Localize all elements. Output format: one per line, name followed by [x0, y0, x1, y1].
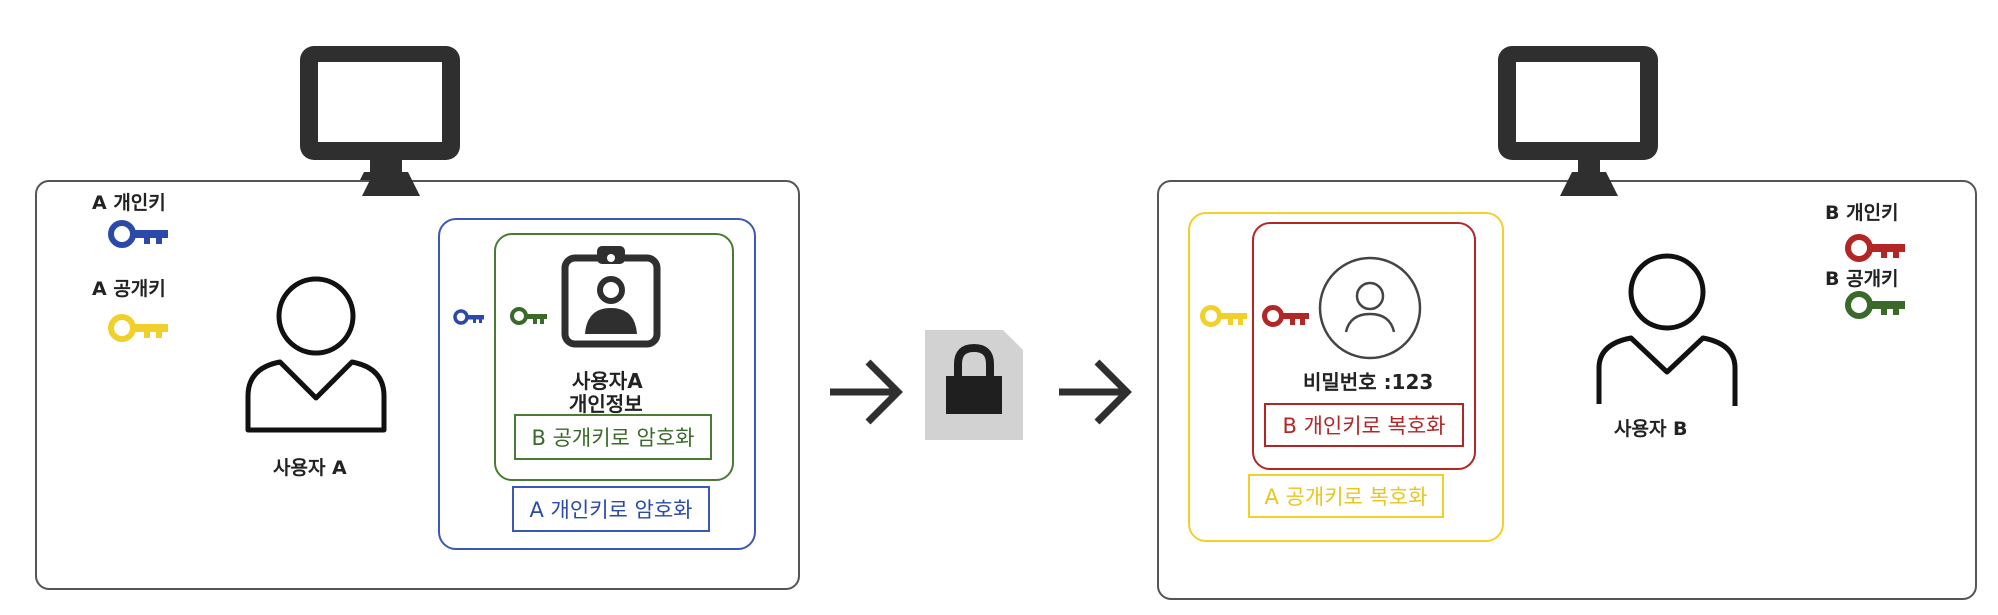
- key-icon-a-public: [108, 314, 168, 342]
- user-b-name: 사용자 B: [1614, 418, 1688, 440]
- lock-icon: [925, 330, 1023, 440]
- monitor-stand-a: [362, 158, 420, 196]
- decrypt-b-private-tag: B 개인키로 복호화: [1264, 403, 1464, 447]
- b-public-key-label: B 공개키: [1825, 268, 1899, 290]
- key-icon-b-private: [1845, 234, 1905, 262]
- decrypt-a-public-tag: A 공개키로 복호화: [1248, 474, 1444, 518]
- key-icon-small-red: [1262, 305, 1309, 327]
- user-a-info-title-line1: 사용자A: [572, 369, 643, 393]
- encrypt-a-private-tag: A 개인키로 암호화: [512, 486, 710, 532]
- b-private-key-label: B 개인키: [1825, 202, 1899, 224]
- user-b-panel: [1157, 180, 1977, 600]
- a-public-key-label: A 공개키: [92, 278, 166, 300]
- monitor-icon-b: [1498, 46, 1658, 160]
- monitor-icon-a: [300, 46, 460, 196]
- key-icon-small-green: [510, 307, 547, 325]
- id-badge-icon: [561, 246, 661, 348]
- profile-circle-icon: [1318, 256, 1422, 360]
- user-a-info-title-line2: 개인정보: [569, 392, 643, 416]
- b-public-encryption-frame: [494, 233, 734, 481]
- a-private-key-label: A 개인키: [92, 192, 166, 214]
- key-icon-small-blue: [453, 309, 484, 325]
- key-icon-a-private: [108, 220, 168, 248]
- a-private-encryption-frame: [438, 218, 756, 550]
- key-icon-small-yellow: [1200, 305, 1247, 327]
- arrow-right-icon-2: [1059, 359, 1132, 425]
- key-icon-b-public: [1845, 291, 1905, 319]
- b-private-decryption-frame: [1252, 222, 1476, 470]
- user-icon-b: [1596, 253, 1738, 406]
- user-icon-a: [245, 276, 387, 433]
- password-text: 비밀번호 :123: [1303, 370, 1434, 394]
- encrypt-b-public-tag: B 공개키로 암호화: [514, 414, 712, 460]
- arrow-right-icon-1: [830, 359, 903, 425]
- user-a-name: 사용자 A: [273, 457, 347, 479]
- monitor-stand-b: [1560, 158, 1618, 196]
- a-public-decryption-frame: [1188, 212, 1504, 542]
